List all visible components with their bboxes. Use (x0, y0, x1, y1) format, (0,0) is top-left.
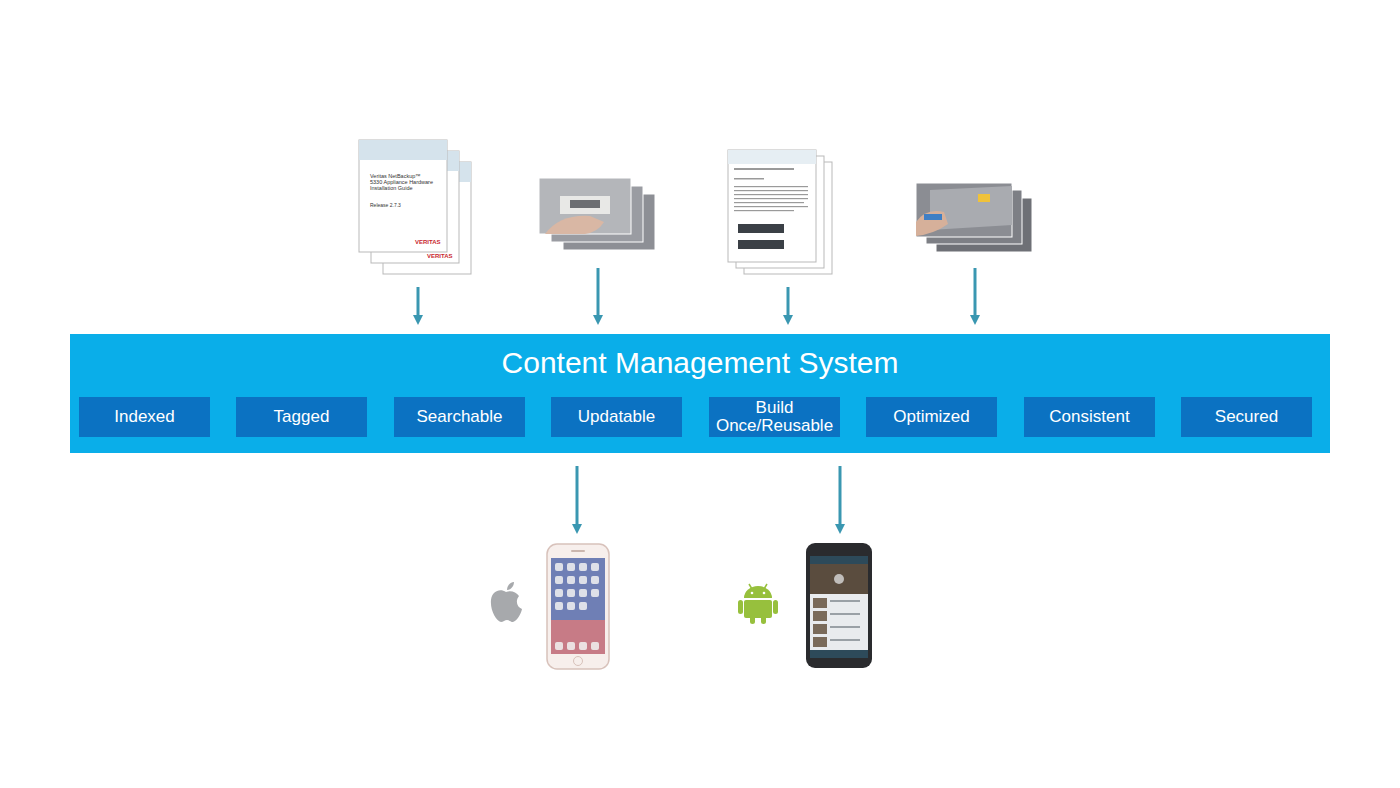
photo-stack (916, 183, 1032, 252)
band-title: Content Management System (70, 346, 1330, 380)
android-logo (738, 584, 778, 624)
feature-label: Build Once/Reusable (713, 399, 836, 435)
feature-box: Secured (1181, 397, 1312, 437)
android-phone-illustration (806, 543, 872, 668)
feature-label: Updatable (578, 408, 656, 426)
feature-box: Build Once/Reusable (709, 397, 840, 437)
iphone-illustration (547, 544, 609, 669)
feature-label: Tagged (274, 408, 330, 426)
feature-box: Consistent (1024, 397, 1155, 437)
feature-box: Indexed (79, 397, 210, 437)
thumbnail-text: Release 2.7.3 (370, 202, 430, 208)
feature-label: Optimized (893, 408, 970, 426)
feature-label: Consistent (1049, 408, 1129, 426)
apple-logo (491, 582, 522, 622)
feature-label: Searchable (416, 408, 502, 426)
document-stack (728, 150, 832, 274)
feature-label: Indexed (114, 408, 175, 426)
thumbnail-text: Veritas NetBackup™ 5330 Appliance Hardwa… (370, 173, 434, 192)
system-band: Content Management SystemIndexed Tagged Se… (70, 334, 1330, 453)
feature-label: Secured (1215, 408, 1278, 426)
thumbnail-text: VERITAS (427, 253, 467, 260)
feature-box: Searchable (394, 397, 525, 437)
photo-stack (539, 178, 655, 250)
feature-box: Optimized (866, 397, 997, 437)
feature-box: Tagged (236, 397, 367, 437)
feature-box: Updatable (551, 397, 682, 437)
document-stack (359, 140, 471, 274)
thumbnail-text: VERITAS (415, 239, 455, 246)
